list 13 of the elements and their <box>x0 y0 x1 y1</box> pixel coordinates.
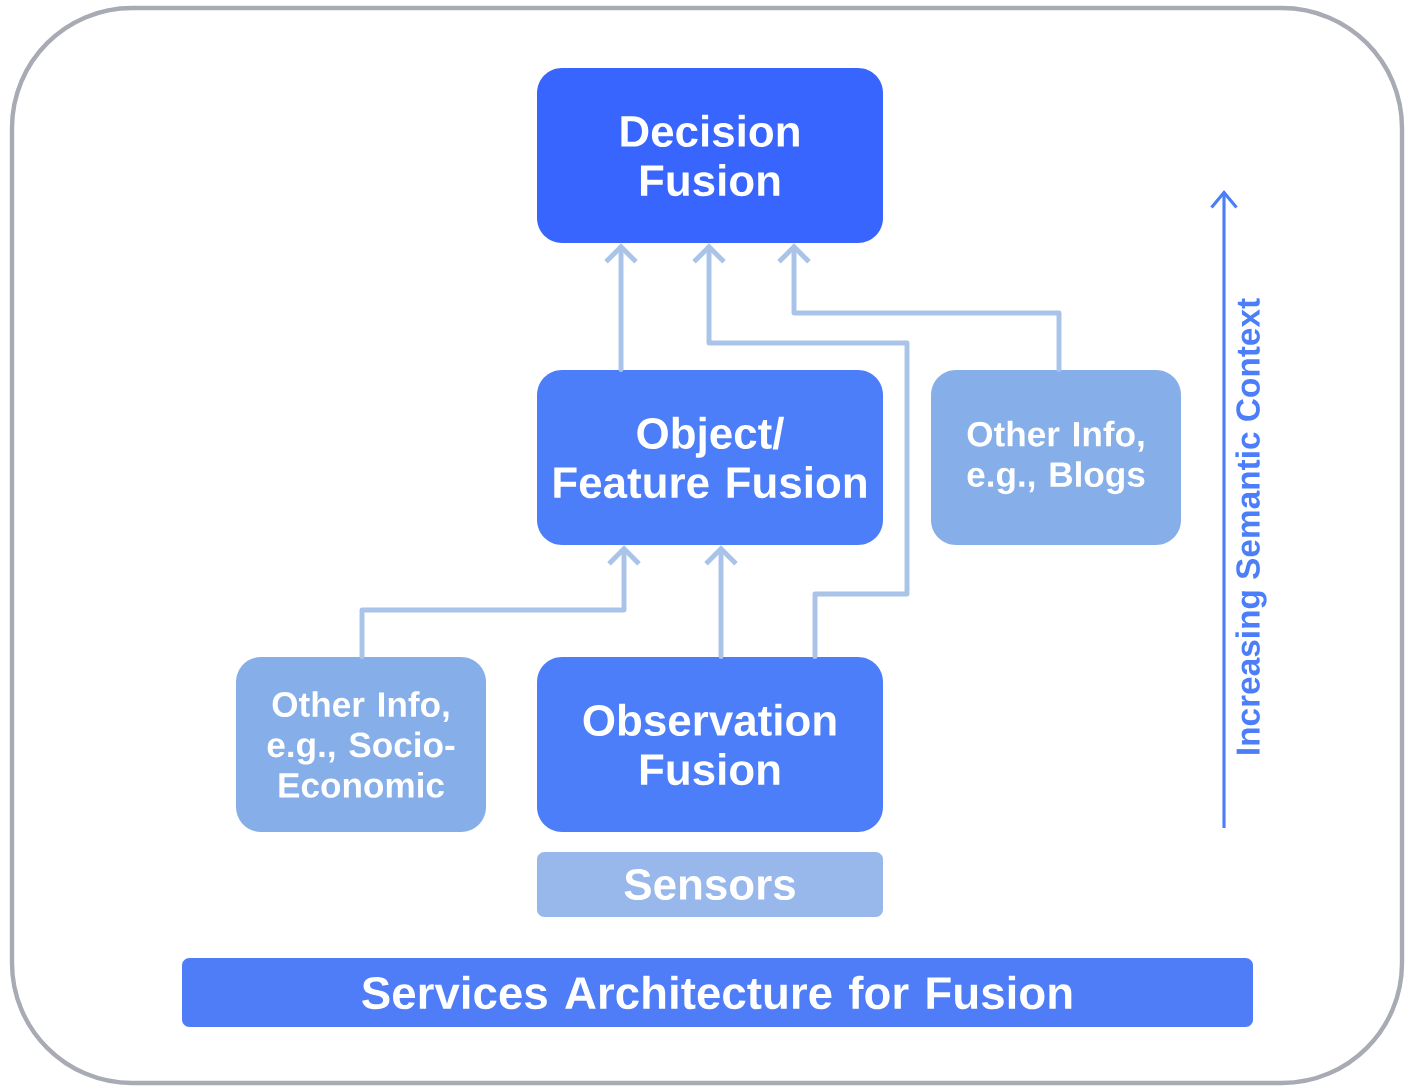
arrow <box>359 545 641 660</box>
axis-label: Increasing Semantic Context <box>1235 298 1267 754</box>
arrow <box>777 243 1062 373</box>
arrow <box>604 243 638 373</box>
sensor-bar: Sensors <box>537 852 883 917</box>
process-box: Observation Fusion <box>537 657 883 832</box>
process-box: Object/ Feature Fusion <box>537 370 883 545</box>
architecture-bar: Services Architecture for Fusion <box>182 958 1253 1027</box>
info-box: Other Info, e.g., Socio-Economic <box>236 657 486 832</box>
arrow <box>692 243 910 660</box>
info-box: Other Info, e.g., Blogs <box>931 370 1181 545</box>
process-box: Decision Fusion <box>537 68 883 243</box>
arrow <box>704 545 738 660</box>
